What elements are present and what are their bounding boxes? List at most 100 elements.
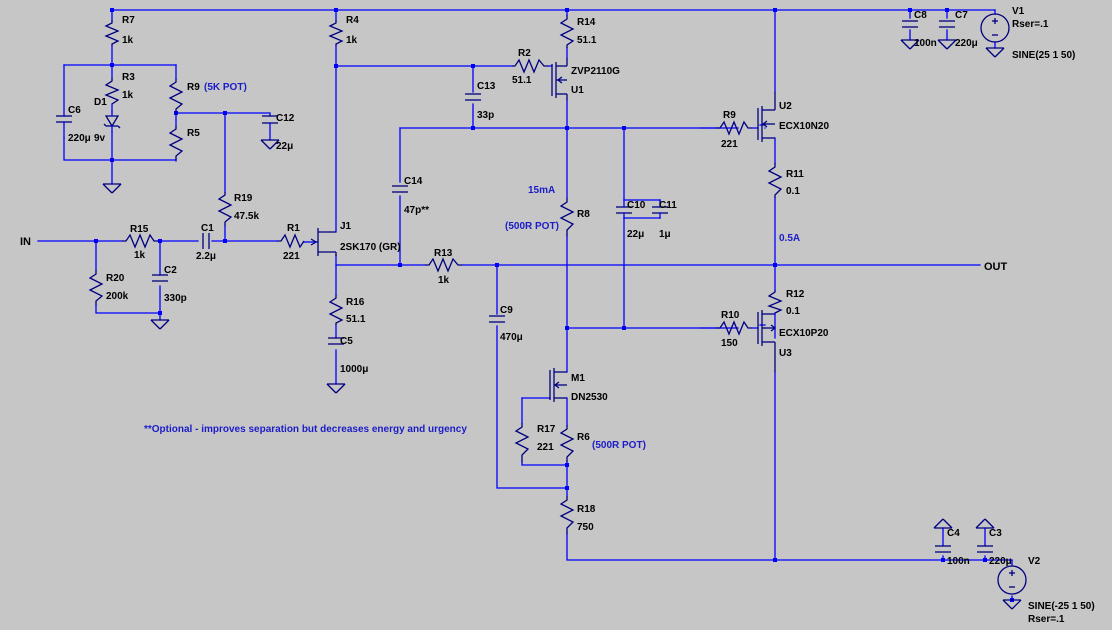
label-J1: J1 [340, 221, 352, 232]
resistor-R16 [328, 295, 344, 325]
label-C1: C1 [201, 223, 214, 234]
label-U1: U1 [571, 85, 584, 96]
junction-dots [94, 8, 1014, 602]
value-R17: 221 [537, 442, 554, 453]
resistor-R9 [716, 120, 752, 136]
resistor-R18 [559, 496, 575, 534]
resistor-R9-pot [168, 79, 184, 114]
capacitor-C6 [56, 115, 72, 123]
label-M1: M1 [571, 373, 585, 384]
mosfet-M1 [549, 368, 567, 402]
value-R2: 51.1 [512, 75, 532, 86]
value-D1: 9v [94, 133, 106, 144]
value-M1: DN2530 [571, 392, 608, 403]
label-C2: C2 [164, 265, 177, 276]
label-C4: C4 [947, 528, 960, 539]
component-labels: R7 1k R4 1k R14 51.1 R3 1k D1 9v C6 220μ… [20, 6, 1095, 625]
wires [37, 9, 1013, 601]
value-C11: 1μ [659, 229, 671, 240]
value-C10: 22μ [627, 229, 644, 240]
net-label-OUT: OUT [984, 261, 1008, 273]
value-R19: 47.5k [234, 211, 259, 222]
capacitor-C13 [465, 93, 481, 101]
note-R6: (500R POT) [592, 440, 646, 451]
note-R8: (500R POT) [505, 221, 559, 232]
value-R7: 1k [122, 35, 134, 46]
label-R9-pot: R9 [187, 82, 200, 93]
label-D1: D1 [94, 97, 107, 108]
label-C14: C14 [404, 176, 423, 187]
mosfet-U3 [757, 310, 777, 372]
label-R4: R4 [346, 15, 359, 26]
net-label-IN: IN [20, 236, 31, 248]
value-R4: 1k [346, 35, 358, 46]
value-R20: 200k [106, 291, 129, 302]
value-C8: 100n [914, 38, 937, 49]
label-R13: R13 [434, 248, 453, 259]
resistor-R19 [217, 192, 233, 226]
resistor-R14 [559, 15, 575, 48]
jfet-J1 [310, 228, 337, 256]
value-C5: 1000μ [340, 364, 368, 375]
ground-symbols [102, 39, 1022, 610]
label-C10: C10 [627, 200, 646, 211]
note-R9-pot: (5K POT) [204, 82, 247, 93]
label-C9: C9 [500, 305, 513, 316]
label-V1: V1 [1012, 6, 1025, 17]
annotation-15mA: 15mA [528, 185, 555, 196]
capacitor-C7 [939, 20, 955, 28]
label-R12: R12 [786, 289, 805, 300]
label-R1: R1 [287, 223, 300, 234]
capacitor-C5 [328, 337, 344, 345]
resistor-R12 [767, 290, 783, 314]
label-R18: R18 [577, 504, 596, 515]
value-R18: 750 [577, 522, 594, 533]
label-C7: C7 [955, 10, 968, 21]
label-U1-part: ZVP2110G [571, 66, 620, 77]
resistor-R6 [559, 425, 575, 462]
label-R3: R3 [122, 72, 135, 83]
value-C9: 470μ [500, 332, 523, 343]
resistor-R13 [425, 257, 462, 273]
resistor-R15 [122, 233, 158, 249]
resistors [88, 15, 783, 534]
resistor-R4 [328, 20, 344, 46]
resistor-R2 [512, 58, 548, 74]
rser-V1: Rser=.1 [1012, 19, 1049, 30]
label-R15: R15 [130, 224, 149, 235]
value-C7: 220μ [955, 38, 978, 49]
value-V1: SINE(25 1 50) [1012, 50, 1075, 61]
resistor-R7 [104, 20, 120, 46]
resistor-R20 [88, 270, 104, 305]
label-R20: R20 [106, 273, 125, 284]
value-C14: 47p** [404, 205, 429, 216]
label-R5: R5 [187, 128, 200, 139]
capacitor-C8 [902, 20, 918, 28]
capacitor-C2 [152, 274, 168, 282]
capacitor-C3 [977, 545, 993, 553]
value-R11: 0.1 [786, 186, 800, 197]
label-R14: R14 [577, 17, 596, 28]
label-R19: R19 [234, 193, 253, 204]
label-R10: R10 [721, 310, 740, 321]
voltage-source-V2 [997, 565, 1027, 595]
label-C5: C5 [340, 336, 353, 347]
value-J1: 2SK170 (GR) [340, 242, 401, 253]
capacitor-C14 [392, 185, 408, 193]
label-U3: U3 [779, 348, 792, 359]
value-C4: 100n [947, 556, 970, 567]
label-C8: C8 [914, 10, 927, 21]
capacitor-C1 [202, 233, 210, 249]
label-C13: C13 [477, 81, 496, 92]
value-V2: SINE(-25 1 50) [1028, 601, 1095, 612]
rser-V2: Rser=.1 [1028, 614, 1065, 625]
label-R2: R2 [518, 48, 531, 59]
label-R17: R17 [537, 424, 556, 435]
resistor-R11 [767, 163, 783, 198]
label-V2: V2 [1028, 556, 1041, 567]
label-R7: R7 [122, 15, 135, 26]
label-R8: R8 [577, 209, 590, 220]
label-C3: C3 [989, 528, 1002, 539]
label-R11: R11 [786, 169, 804, 180]
